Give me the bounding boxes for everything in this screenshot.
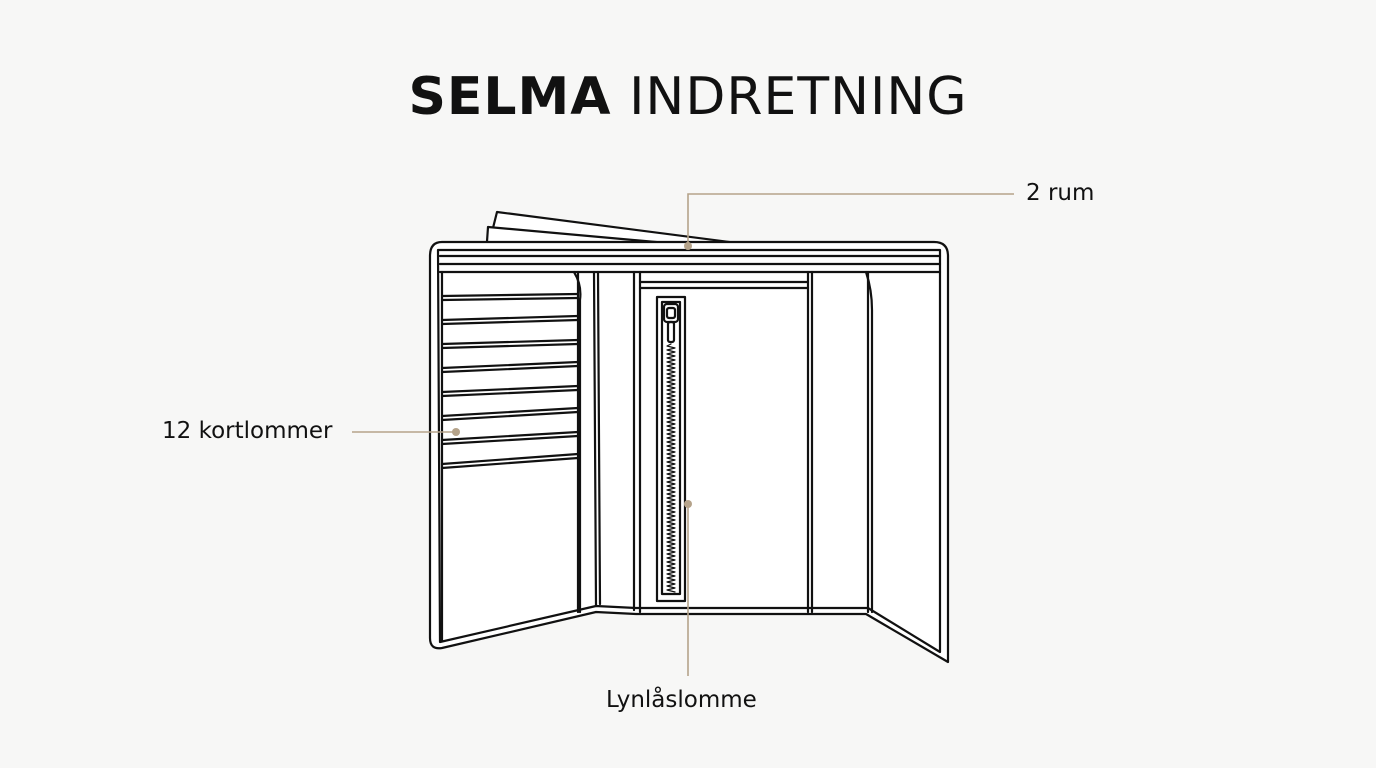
zip-pocket-panel bbox=[638, 270, 814, 614]
title-subject: INDRETNING bbox=[629, 67, 968, 127]
zipper-pull-icon bbox=[662, 302, 680, 344]
leader-lines bbox=[352, 193, 1014, 676]
title-brand: SELMA bbox=[408, 67, 612, 127]
page-title: SELMA INDRETNING bbox=[0, 62, 1376, 132]
leader-dots bbox=[452, 242, 692, 508]
callout-compartments: 2 rum bbox=[1026, 180, 1095, 206]
callout-card-slots: 12 kortlommer bbox=[162, 418, 333, 444]
right-panel bbox=[864, 270, 874, 614]
wallet-shell bbox=[428, 240, 950, 664]
callout-zip-pocket: Lynlåslomme bbox=[606, 687, 757, 713]
divider-left bbox=[592, 270, 642, 614]
card-slots-panel bbox=[440, 270, 582, 642]
